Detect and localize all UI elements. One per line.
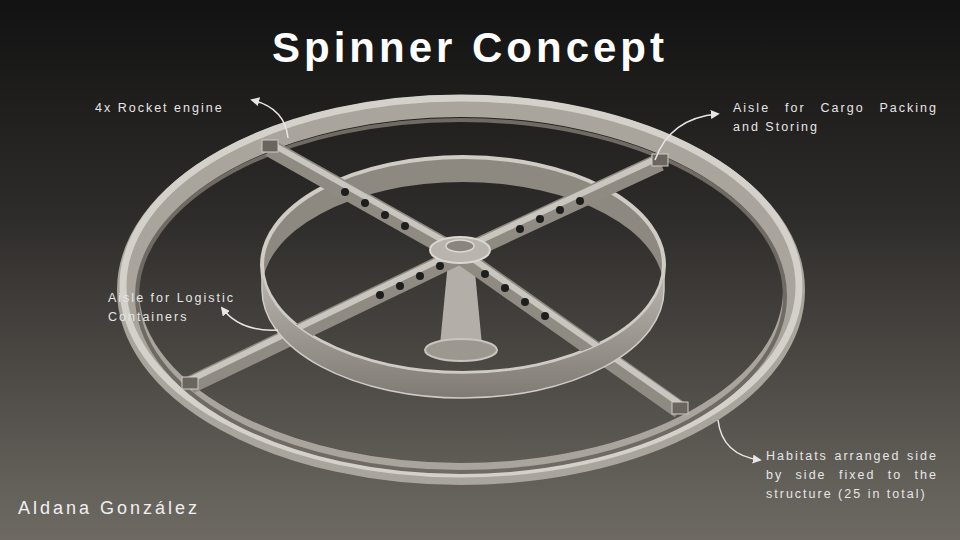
spoke-holes xyxy=(341,188,584,320)
hub-cap xyxy=(446,240,474,252)
leader-arrow xyxy=(222,100,760,460)
callout-label: Aisle for Cargo Packing and Storing xyxy=(733,99,938,137)
outer-ring-highlight xyxy=(123,98,799,474)
callout-label: Aisle for Logistic Containers xyxy=(108,289,268,327)
pillar-base xyxy=(425,339,497,361)
hub xyxy=(430,237,490,263)
inner-ring-front-wall xyxy=(262,265,664,398)
outer-ring xyxy=(128,106,794,474)
callout-label: 4x Rocket engine xyxy=(95,99,224,118)
callout-label: Habitats arranged side by side fixed to … xyxy=(766,447,938,504)
spoke-top-face xyxy=(190,157,660,380)
rocket-engine xyxy=(182,140,688,414)
page-title: Spinner Concept xyxy=(272,24,668,72)
author-signature: Aldana González xyxy=(18,498,200,519)
